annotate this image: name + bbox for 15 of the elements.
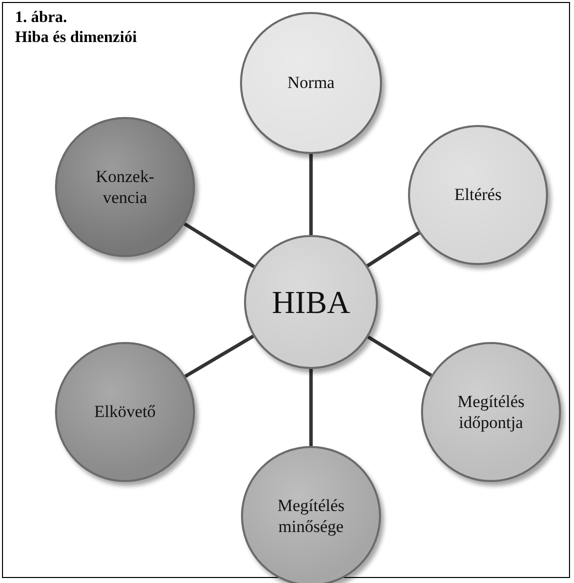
node-label: Norma (286, 72, 336, 94)
connector-line (184, 222, 255, 268)
node-label: HIBA (270, 283, 352, 322)
connector-line (366, 231, 420, 268)
connector-line (309, 369, 313, 446)
node-label: Megítélés időpontja (456, 390, 526, 434)
connector-line (367, 335, 432, 377)
connector-line (184, 334, 254, 378)
figure-title: 1. ábra. (15, 9, 67, 27)
figure-subtitle: Hiba és dimenziói (15, 29, 137, 47)
node-label: Elkövető (93, 401, 157, 423)
connector-line (309, 154, 313, 235)
node-label: Megítélés minősége (276, 494, 346, 538)
node-label: Konzek- vencia (94, 166, 156, 208)
node-label: Eltérés (453, 184, 503, 206)
